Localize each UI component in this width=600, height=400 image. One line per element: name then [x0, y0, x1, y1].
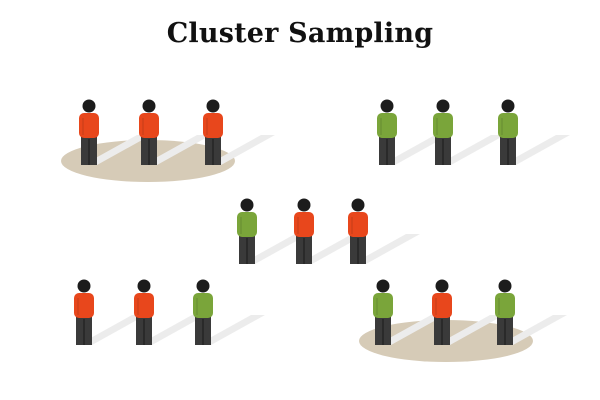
person-head: [380, 99, 394, 113]
person-body: [432, 293, 452, 318]
person-figure-green: [193, 279, 265, 345]
person-figure-red: [203, 99, 275, 165]
person-body: [498, 113, 518, 138]
person-body: [294, 212, 314, 237]
person-shadow: [83, 135, 151, 165]
cluster-bottom-right: [359, 279, 567, 362]
person-shadow: [352, 234, 420, 264]
person-shadow: [381, 135, 449, 165]
person-shadow: [138, 315, 206, 345]
person-figure-green: [377, 99, 449, 165]
cluster-bottom-left: [74, 279, 265, 345]
person-shadow: [143, 135, 211, 165]
person-body: [377, 113, 397, 138]
person-body: [79, 113, 99, 138]
person-shadow: [437, 135, 505, 165]
person-shadow: [207, 135, 275, 165]
person-head: [196, 279, 210, 293]
person-body: [74, 293, 94, 318]
person-head: [137, 279, 151, 293]
person-figure-red: [134, 279, 206, 345]
person-body: [193, 293, 213, 318]
person-figure-red: [348, 198, 420, 264]
person-head: [77, 279, 91, 293]
person-body: [203, 113, 223, 138]
person-figure-green: [495, 279, 567, 345]
person-body: [139, 113, 159, 138]
person-head: [297, 198, 311, 212]
person-body: [433, 113, 453, 138]
person-head: [498, 279, 512, 293]
person-head: [436, 99, 450, 113]
person-head: [351, 198, 365, 212]
person-shadow: [78, 315, 146, 345]
person-body: [348, 212, 368, 237]
person-head: [501, 99, 515, 113]
person-shadow: [241, 234, 309, 264]
person-head: [142, 99, 156, 113]
person-figure-red: [79, 99, 151, 165]
person-shadow: [298, 234, 366, 264]
person-head: [206, 99, 220, 113]
person-shadow: [436, 315, 504, 345]
person-shadow: [502, 135, 570, 165]
person-head: [435, 279, 449, 293]
cluster-middle: [237, 198, 420, 264]
person-figure-green: [433, 99, 505, 165]
cluster-top-left: [61, 99, 275, 182]
person-body: [495, 293, 515, 318]
diagram-title: Cluster Sampling: [166, 18, 434, 49]
person-shadow: [197, 315, 265, 345]
person-figure-red: [432, 279, 504, 345]
person-figure-red: [139, 99, 211, 165]
person-body: [134, 293, 154, 318]
person-head: [376, 279, 390, 293]
person-body: [237, 212, 257, 237]
person-figure-red: [74, 279, 146, 345]
person-body: [373, 293, 393, 318]
person-figure-green: [498, 99, 570, 165]
person-head: [240, 198, 254, 212]
person-figure-green: [237, 198, 309, 264]
cluster-top-right: [377, 99, 570, 165]
person-head: [82, 99, 96, 113]
person-figure-green: [373, 279, 445, 345]
person-shadow: [377, 315, 445, 345]
person-shadow: [499, 315, 567, 345]
person-figure-red: [294, 198, 366, 264]
